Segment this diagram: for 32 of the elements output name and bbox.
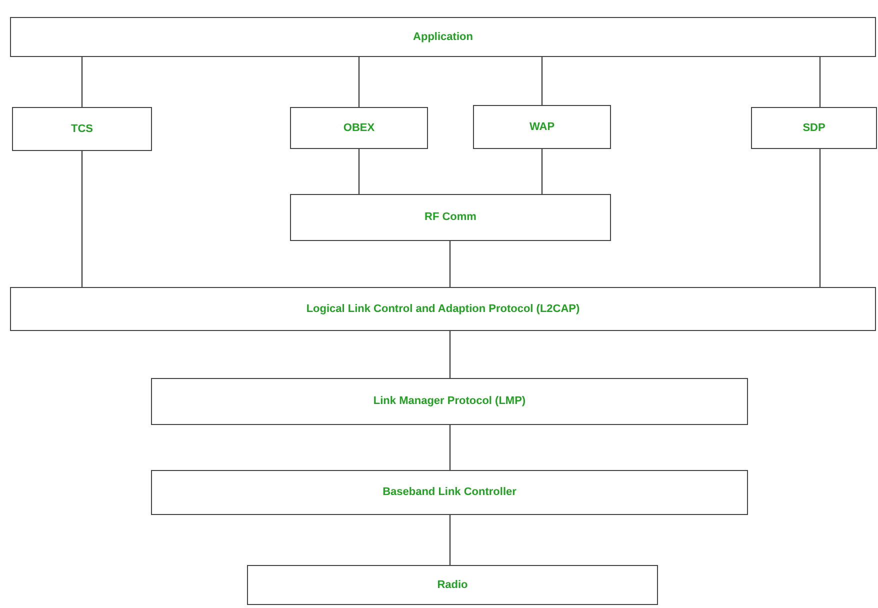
connector-line [541, 57, 543, 105]
connector-line [449, 515, 451, 565]
layer-label: OBEX [343, 120, 375, 136]
layer-box [10, 17, 876, 57]
layer-label: Radio [437, 578, 468, 593]
layer-box [151, 378, 748, 425]
layer-label: RF Comm [424, 210, 476, 226]
layer-label: Link Manager Protocol (LMP) [373, 394, 526, 410]
connector-line [81, 57, 83, 107]
layer-label: Logical Link Control and Adaption Protocol (L2CAP) [306, 302, 580, 317]
layer-label: Baseband Link Controller [382, 485, 516, 500]
layer-box [751, 107, 877, 149]
connector-line [819, 149, 821, 287]
layer-box [247, 565, 658, 605]
layer-box [151, 470, 748, 515]
connector-line [449, 331, 451, 378]
connector-line [358, 149, 360, 194]
layer-box [473, 105, 611, 149]
layer-label: SDP [802, 120, 826, 136]
connector-line [358, 57, 360, 107]
connector-line [81, 151, 83, 287]
layer-label: TCS [71, 122, 93, 137]
layer-box [12, 107, 152, 151]
layer-box [290, 107, 428, 149]
connector-line [541, 149, 543, 194]
connector-line [449, 241, 451, 287]
layer-label: WAP [529, 120, 555, 135]
layer-box [290, 194, 611, 241]
connector-line [819, 57, 821, 107]
layer-label: Application [413, 30, 473, 45]
layer-box [10, 287, 876, 331]
connector-line [449, 425, 451, 470]
